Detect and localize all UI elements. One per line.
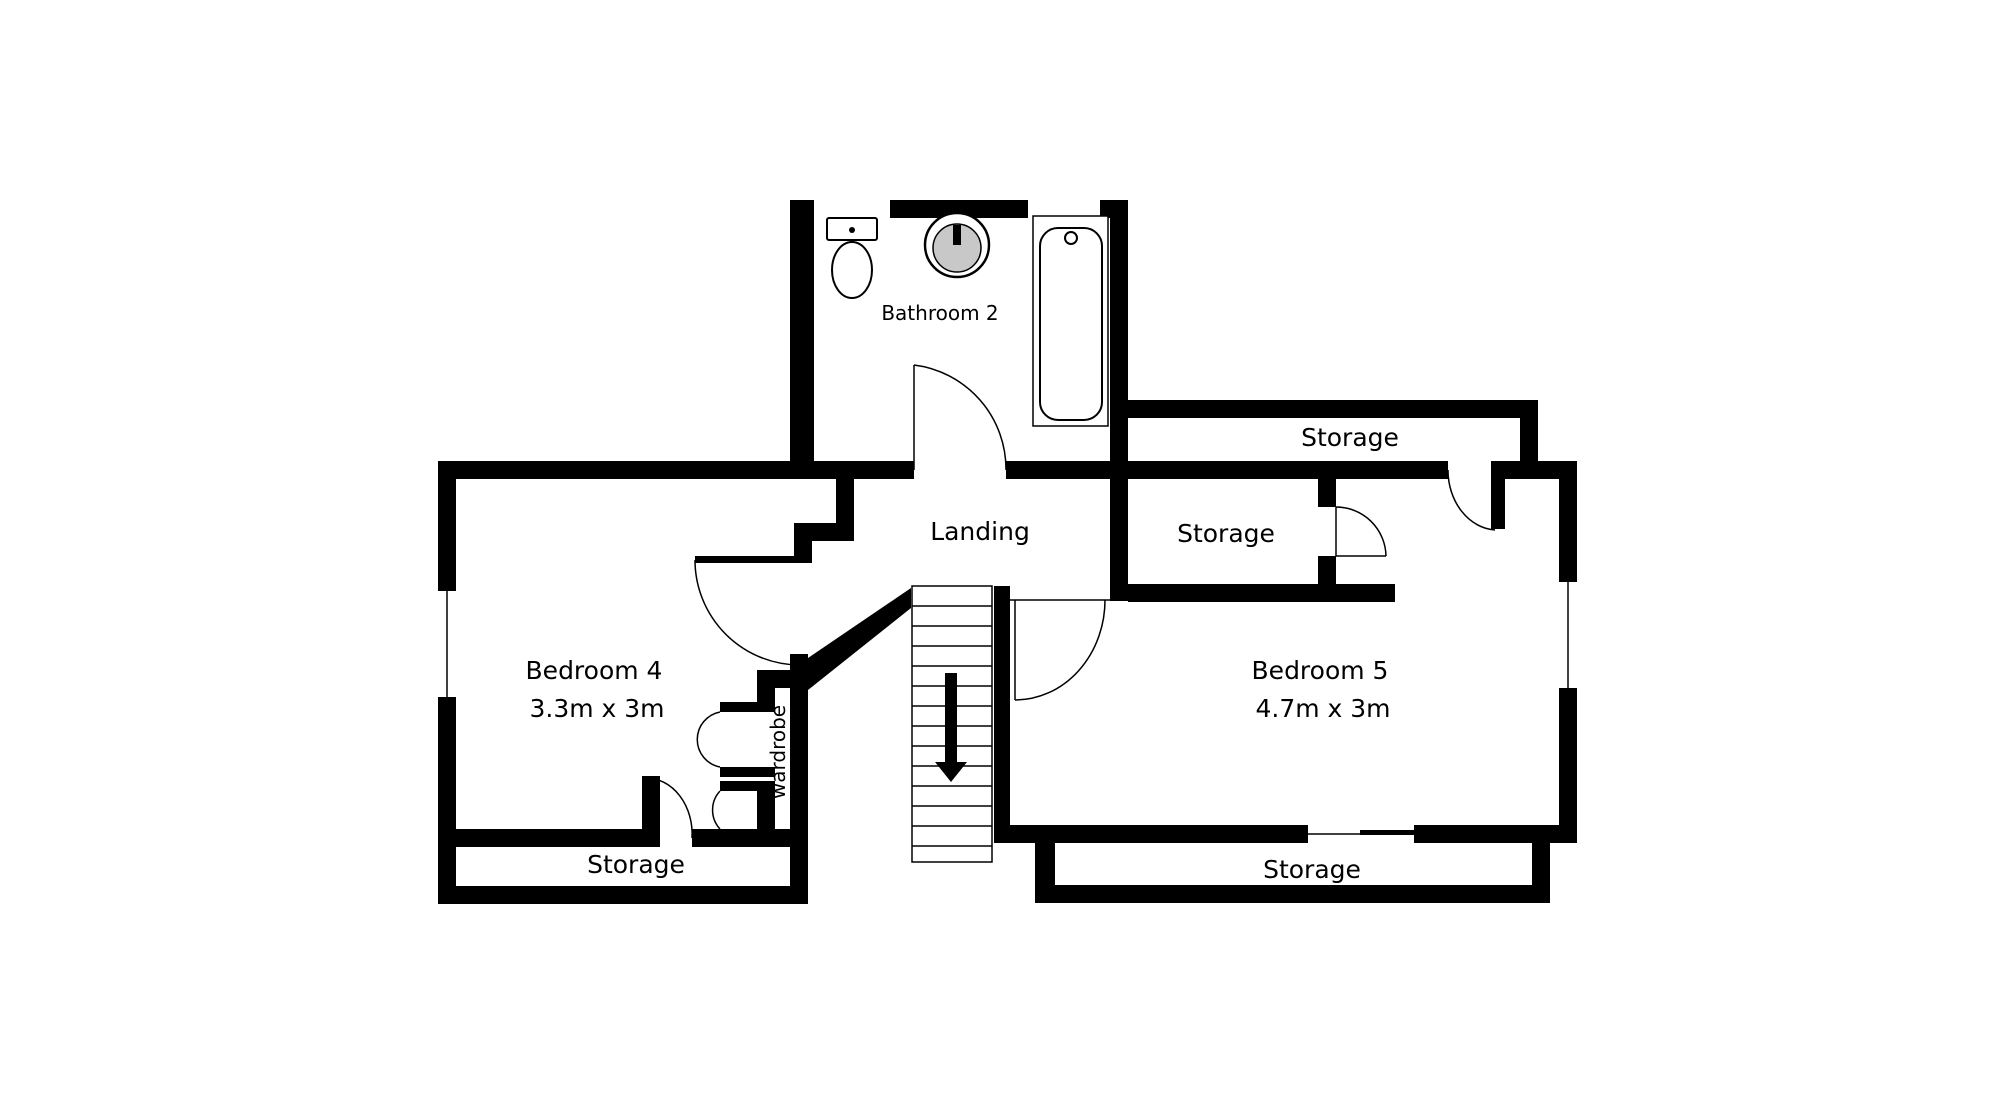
basin-icon <box>923 211 991 279</box>
stair-arrow-icon <box>935 673 967 782</box>
wardrobe-label: wardrobe <box>766 705 790 799</box>
landing-label: Landing <box>930 517 1030 546</box>
storage-top-label: Storage <box>1301 423 1399 452</box>
bedroom-5-label: Bedroom 5 <box>1252 656 1389 685</box>
room-labels: Bathroom 2 Landing Storage Storage Bedro… <box>526 301 1399 884</box>
storage-mid-label: Storage <box>1177 519 1275 548</box>
walls <box>438 200 1577 904</box>
toilet-icon <box>826 217 878 299</box>
storage-bed4-label: Storage <box>587 850 685 879</box>
bedroom-4-label: Bedroom 4 <box>526 656 663 685</box>
staircase <box>911 585 993 863</box>
bathtub-icon <box>1032 215 1109 427</box>
storage-bed5-label: Storage <box>1263 855 1361 884</box>
windows <box>446 582 1569 835</box>
bedroom-4-size: 3.3m x 3m <box>529 694 664 723</box>
bathroom-fixtures <box>826 211 1109 427</box>
bathroom-2-label: Bathroom 2 <box>881 301 998 325</box>
doors <box>645 364 1496 839</box>
bedroom-5-size: 4.7m x 3m <box>1255 694 1390 723</box>
